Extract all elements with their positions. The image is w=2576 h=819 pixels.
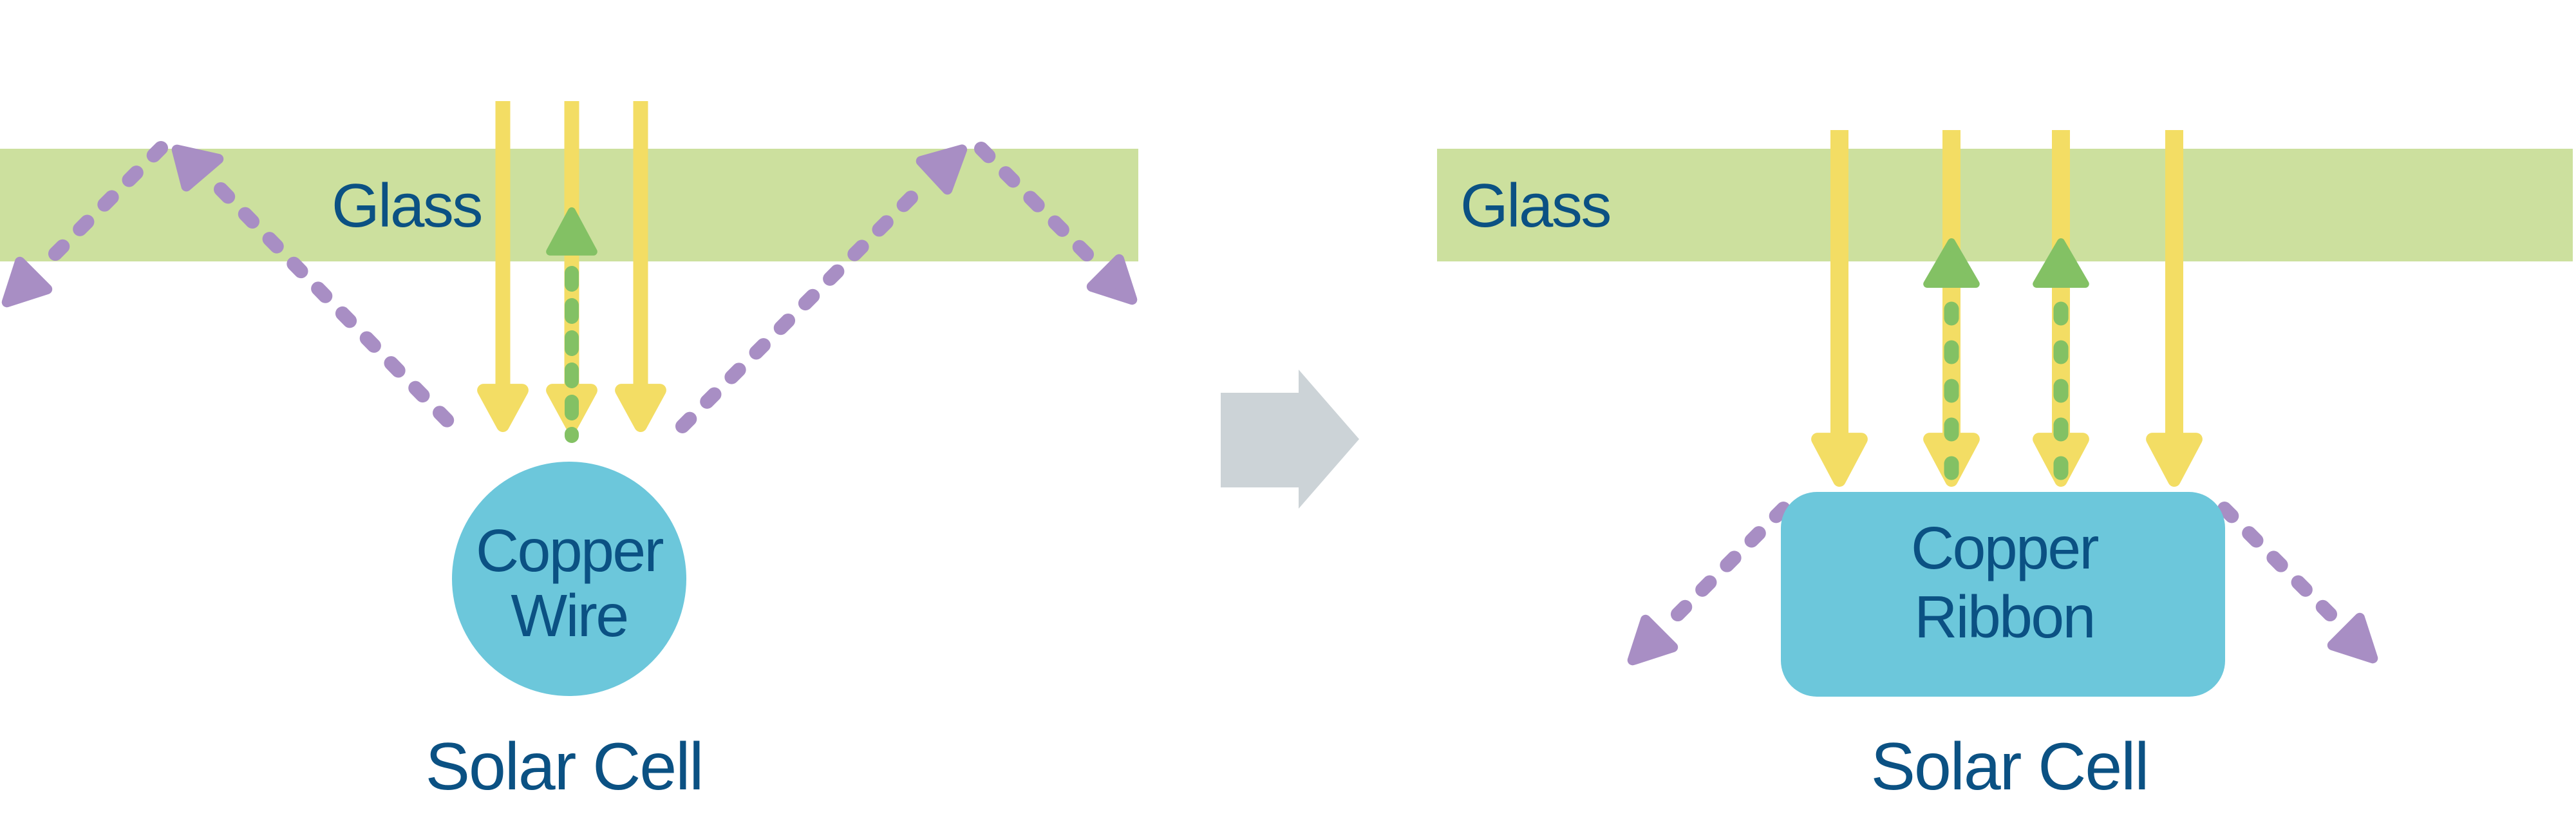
svg-text:Wire: Wire (511, 582, 627, 649)
svg-text:Copper: Copper (1911, 514, 2099, 581)
svg-text:Glass: Glass (1460, 171, 1610, 240)
svg-text:Ribbon: Ribbon (1914, 583, 2094, 650)
svg-text:Solar Cell: Solar Cell (426, 730, 703, 804)
svg-text:Solar Cell: Solar Cell (1871, 730, 2148, 804)
svg-text:Glass: Glass (332, 171, 482, 240)
svg-text:Copper: Copper (476, 517, 664, 584)
